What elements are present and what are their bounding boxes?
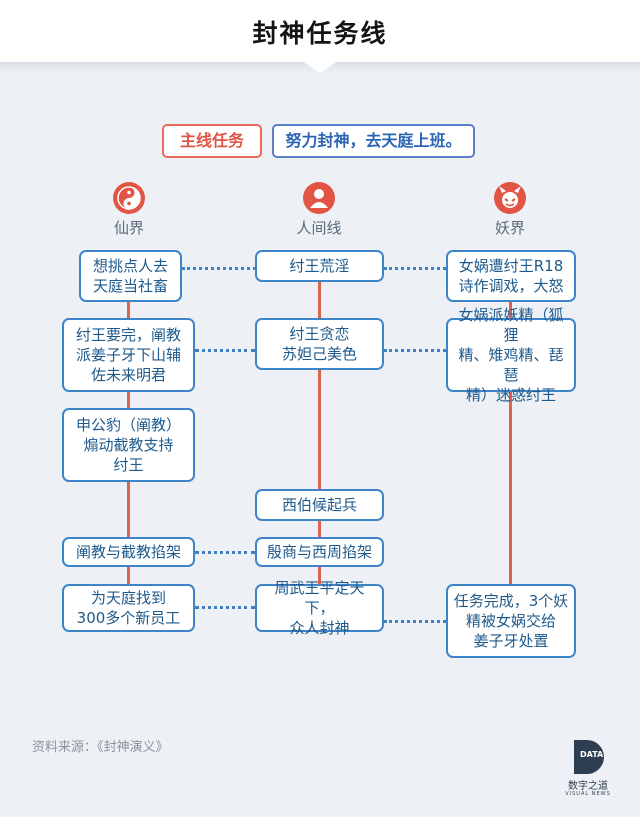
node-immortal-4: 阐教与截教掐架 xyxy=(62,537,195,567)
timeline-demon xyxy=(509,250,512,620)
header-pointer xyxy=(302,61,338,73)
page-title: 封神任务线 xyxy=(252,19,388,48)
header: 封神任务线 xyxy=(0,0,640,62)
logo-name: 数字之道 xyxy=(568,781,608,792)
logo: DATA 数字之道 VISUAL NEWS xyxy=(564,740,612,802)
connector xyxy=(182,267,256,270)
timeline-human xyxy=(318,250,321,598)
source-note: 资料来源：《封神演义》 xyxy=(32,740,169,755)
legend-main-task: 主线任务 xyxy=(162,124,262,158)
connector xyxy=(195,349,255,352)
node-demon-1: 女娲遭纣王R18 诗作调戏，大怒 xyxy=(446,250,576,302)
yin-yang-icon xyxy=(112,181,146,215)
connector xyxy=(384,349,446,352)
logo-tagline: VISUAL NEWS xyxy=(565,791,611,797)
person-icon xyxy=(302,181,336,215)
logo-mark: DATA xyxy=(574,740,604,774)
column-label-immortal-realm: 仙界 xyxy=(113,219,144,237)
connector xyxy=(384,267,446,270)
node-human-5: 周武王平定天下， 众人封神 xyxy=(255,579,384,637)
connector xyxy=(384,620,446,623)
node-human-2: 纣王贪恋 苏妲己美色 xyxy=(255,318,384,370)
node-demon-3: 任务完成，3个妖 精被女娲交给 姜子牙处置 xyxy=(446,584,576,658)
connector xyxy=(195,551,255,554)
legend-description: 努力封神，去天庭上班。 xyxy=(272,124,475,158)
demon-icon xyxy=(493,181,527,215)
node-human-1: 纣王荒淫 xyxy=(255,250,384,282)
node-human-4: 殷商与西周掐架 xyxy=(255,537,384,567)
column-label-demon-realm: 妖界 xyxy=(494,219,525,237)
node-immortal-5: 为天庭找到 300多个新员工 xyxy=(62,584,195,632)
connector xyxy=(195,606,255,609)
node-human-3: 西伯候起兵 xyxy=(255,489,384,521)
node-immortal-2: 纣王要完，阐教 派姜子牙下山辅 佐未来明君 xyxy=(62,318,195,392)
node-demon-2: 女娲派妖精（狐狸 精、雉鸡精、琵琶 精）迷惑纣王 xyxy=(446,306,576,404)
logo-mark-text: DATA xyxy=(580,750,604,759)
node-immortal-3: 申公豹（阐教） 煽动截教支持 纣王 xyxy=(62,408,195,482)
column-label-human-realm: 人间线 xyxy=(296,219,342,237)
node-immortal-1: 想挑点人去 天庭当社畜 xyxy=(79,250,182,302)
